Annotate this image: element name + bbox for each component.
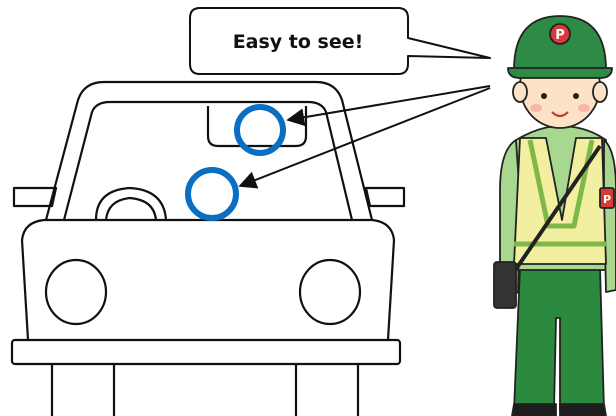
speech-bubble-text: Easy to see!	[233, 31, 364, 53]
right-tire	[294, 364, 360, 416]
attendant-eye-right	[573, 93, 579, 99]
attendant-ear-left	[512, 81, 528, 103]
mirror-highlight-circle	[234, 104, 286, 156]
car-bumper	[10, 338, 402, 366]
right-side-mirror	[364, 186, 406, 208]
attendant-mouth	[551, 111, 569, 117]
attendant-eye-left	[541, 93, 547, 99]
steering-wheel-inner	[104, 196, 158, 221]
arm-badge-letter: P	[603, 193, 611, 206]
attendant-shoes	[511, 403, 607, 416]
cap-badge-letter: P	[555, 28, 565, 43]
attendant-ear-right	[592, 81, 608, 103]
vest-stripe	[514, 139, 606, 247]
dashboard-highlight-circle	[185, 167, 239, 221]
speech-bubble: Easy to see!	[189, 7, 491, 75]
speech-bubble-shape	[189, 7, 491, 75]
arrow-icon	[238, 87, 491, 189]
rearview-mirror	[206, 106, 308, 148]
cap-badge-icon	[549, 23, 571, 45]
bag-strap	[512, 144, 602, 274]
left-side-mirror	[12, 186, 58, 208]
attendant-pants	[513, 267, 605, 411]
right-headlight	[298, 258, 362, 326]
arm-badge	[599, 187, 615, 209]
steering-wheel	[94, 186, 168, 221]
left-tire	[50, 364, 116, 416]
arrow-icon	[286, 85, 491, 127]
car-cabin-outline	[44, 80, 374, 221]
attendant-right-arm	[603, 139, 616, 293]
car-windshield	[62, 100, 354, 221]
cap-brim	[507, 67, 613, 79]
shoulder-bag	[493, 261, 517, 309]
attendant-cheek-right	[578, 104, 590, 112]
left-headlight	[44, 258, 108, 326]
parking-attendant	[493, 15, 616, 416]
attendant-cheek-left	[530, 104, 542, 112]
car	[10, 80, 406, 416]
